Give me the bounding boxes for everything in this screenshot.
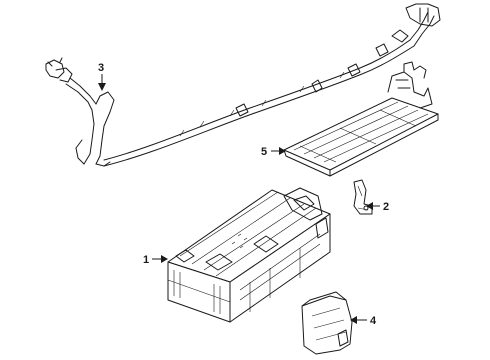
callout-label-1: 1 <box>143 254 149 266</box>
wiring-harness <box>45 3 441 167</box>
callout-4: 4 <box>350 315 377 327</box>
battery-pack <box>167 187 331 323</box>
callout-label-5: 5 <box>261 146 267 158</box>
callout-5: 5 <box>261 146 286 158</box>
small-bracket <box>353 179 373 215</box>
callout-3: 3 <box>98 62 106 91</box>
callout-1: 1 <box>143 254 168 266</box>
callout-label-4: 4 <box>370 315 377 327</box>
callout-2: 2 <box>366 201 389 213</box>
cover-shield <box>301 291 353 355</box>
battery-tray <box>283 61 439 177</box>
callout-label-3: 3 <box>98 62 104 74</box>
callout-label-2: 2 <box>383 201 389 213</box>
